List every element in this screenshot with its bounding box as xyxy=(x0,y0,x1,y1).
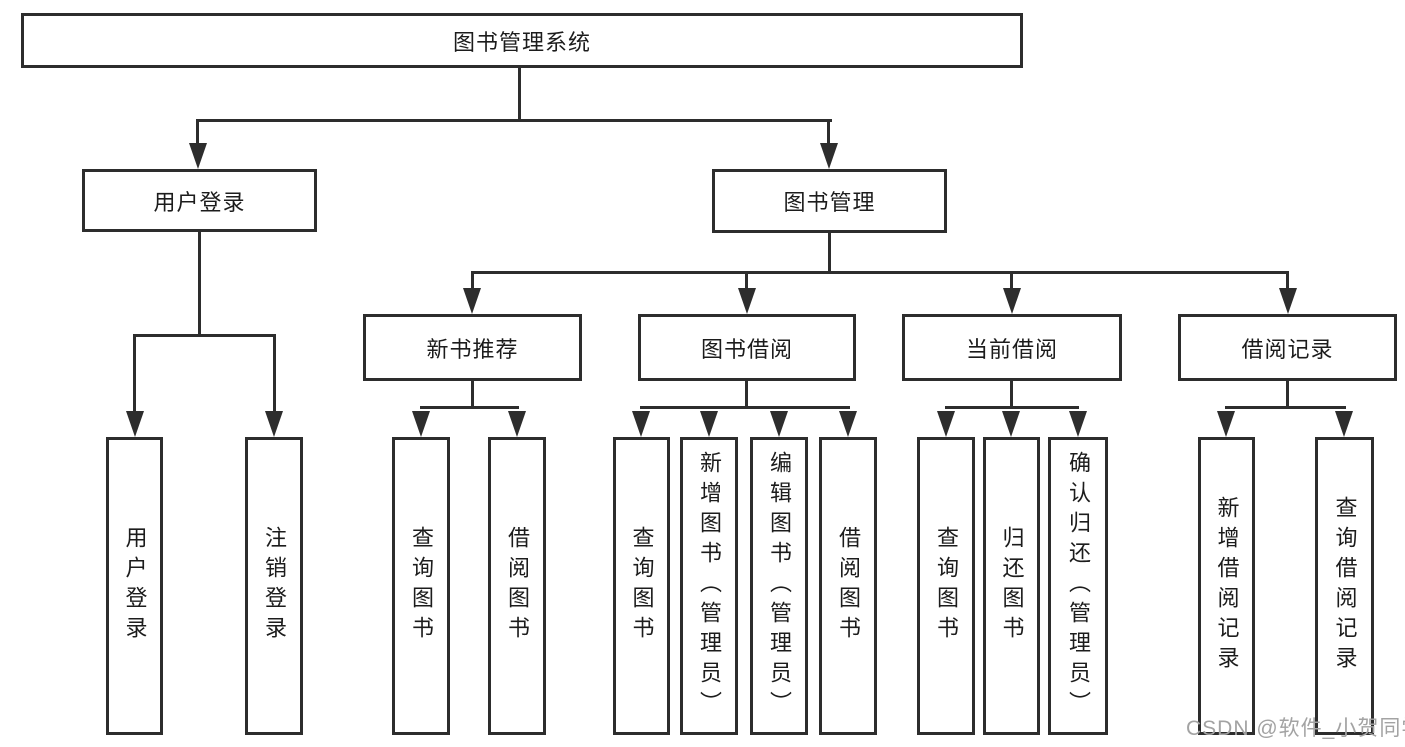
node-current-borrow-label: 当前借阅 xyxy=(965,336,1058,362)
arrow-down-icon xyxy=(189,143,207,169)
connector-book-mgmt-stem xyxy=(828,233,831,274)
leaf-newbooks-borrow: 借阅图书 xyxy=(488,437,546,735)
arrow-down-icon xyxy=(126,411,144,437)
connector-book-borrow-bus xyxy=(640,406,850,409)
connector-drop-user-login xyxy=(196,119,199,147)
connector-root-bus xyxy=(196,119,832,122)
leaf-user-login: 用户登录 xyxy=(106,437,163,735)
arrow-down-icon xyxy=(820,143,838,169)
leaf-logout: 注销登录 xyxy=(245,437,303,735)
leaf-label: 查询图书 xyxy=(409,526,434,646)
csdn-watermark: CSDN @软件_小贺同学 xyxy=(1186,717,1405,740)
arrow-down-icon xyxy=(738,288,756,314)
node-root: 图书管理系统 xyxy=(21,13,1023,68)
leaf-label: 新增借阅记录 xyxy=(1214,496,1240,676)
node-root-label: 图书管理系统 xyxy=(452,29,591,55)
leaf-newbooks-query: 查询图书 xyxy=(392,437,450,735)
leaf-borrow-edit-admin: 编辑图书（管理员） xyxy=(750,437,808,735)
leaf-label: 注销登录 xyxy=(262,526,287,646)
leaf-current-return: 归还图书 xyxy=(983,437,1040,735)
connector-drop xyxy=(1010,271,1013,291)
leaf-label: 查询图书 xyxy=(629,526,655,646)
leaf-label: 借阅图书 xyxy=(505,526,530,646)
leaf-label: 新增图书（管理员） xyxy=(697,451,722,721)
connector-book-mgmt-bus xyxy=(471,271,1289,274)
leaf-label: 确认归还（管理员） xyxy=(1066,451,1091,721)
arrow-down-icon xyxy=(463,288,481,314)
leaf-borrow-borrow: 借阅图书 xyxy=(819,437,877,735)
connector-borrow-records-bus xyxy=(1225,406,1346,409)
leaf-label: 查询图书 xyxy=(934,526,959,646)
arrow-down-icon xyxy=(265,411,283,437)
leaf-records-add: 新增借阅记录 xyxy=(1198,437,1255,735)
connector-user-login-stem xyxy=(198,232,201,337)
connector-drop xyxy=(1286,271,1289,291)
arrow-down-icon xyxy=(632,411,650,437)
node-current-borrow: 当前借阅 xyxy=(902,314,1122,381)
arrow-down-icon xyxy=(412,411,430,437)
leaf-label: 借阅图书 xyxy=(836,526,861,646)
leaf-label: 用户登录 xyxy=(122,526,148,646)
node-new-book-recommend-label: 新书推荐 xyxy=(426,336,519,362)
arrow-down-icon xyxy=(1335,411,1353,437)
node-user-login: 用户登录 xyxy=(82,169,317,232)
connector-root-stem xyxy=(518,68,521,121)
node-book-borrow: 图书借阅 xyxy=(638,314,856,381)
connector-drop xyxy=(273,334,276,413)
connector-user-login-bus xyxy=(133,334,276,337)
connector-current-borrow-stem xyxy=(1010,381,1013,409)
arrow-down-icon xyxy=(700,411,718,437)
connector-borrow-records-stem xyxy=(1286,381,1289,409)
node-book-management: 图书管理 xyxy=(712,169,947,233)
arrow-down-icon xyxy=(1279,288,1297,314)
leaf-label: 编辑图书（管理员） xyxy=(767,451,792,721)
connector-drop-book-mgmt xyxy=(827,119,830,147)
node-borrow-records: 借阅记录 xyxy=(1178,314,1397,381)
arrow-down-icon xyxy=(1069,411,1087,437)
connector-drop xyxy=(471,271,474,291)
arrow-down-icon xyxy=(508,411,526,437)
leaf-records-query: 查询借阅记录 xyxy=(1315,437,1374,735)
leaf-current-query: 查询图书 xyxy=(917,437,975,735)
connector-book-borrow-stem xyxy=(745,381,748,409)
arrow-down-icon xyxy=(770,411,788,437)
node-new-book-recommend: 新书推荐 xyxy=(363,314,582,381)
leaf-borrow-add-admin: 新增图书（管理员） xyxy=(680,437,738,735)
connector-newbooks-stem xyxy=(471,381,474,409)
leaf-label: 归还图书 xyxy=(999,526,1025,646)
arrow-down-icon xyxy=(1217,411,1235,437)
leaf-current-confirm-admin: 确认归还（管理员） xyxy=(1048,437,1108,735)
connector-drop xyxy=(745,271,748,291)
node-borrow-records-label: 借阅记录 xyxy=(1241,336,1334,362)
connector-current-borrow-bus xyxy=(945,406,1079,409)
node-book-management-label: 图书管理 xyxy=(783,190,876,215)
leaf-label: 查询借阅记录 xyxy=(1332,496,1358,676)
arrow-down-icon xyxy=(937,411,955,437)
leaf-borrow-query: 查询图书 xyxy=(613,437,670,735)
arrow-down-icon xyxy=(1003,288,1021,314)
arrow-down-icon xyxy=(839,411,857,437)
node-user-login-label: 用户登录 xyxy=(153,189,246,215)
node-book-borrow-label: 图书借阅 xyxy=(700,336,793,362)
arrow-down-icon xyxy=(1002,411,1020,437)
connector-newbooks-bus xyxy=(420,406,519,409)
connector-drop xyxy=(133,334,136,413)
